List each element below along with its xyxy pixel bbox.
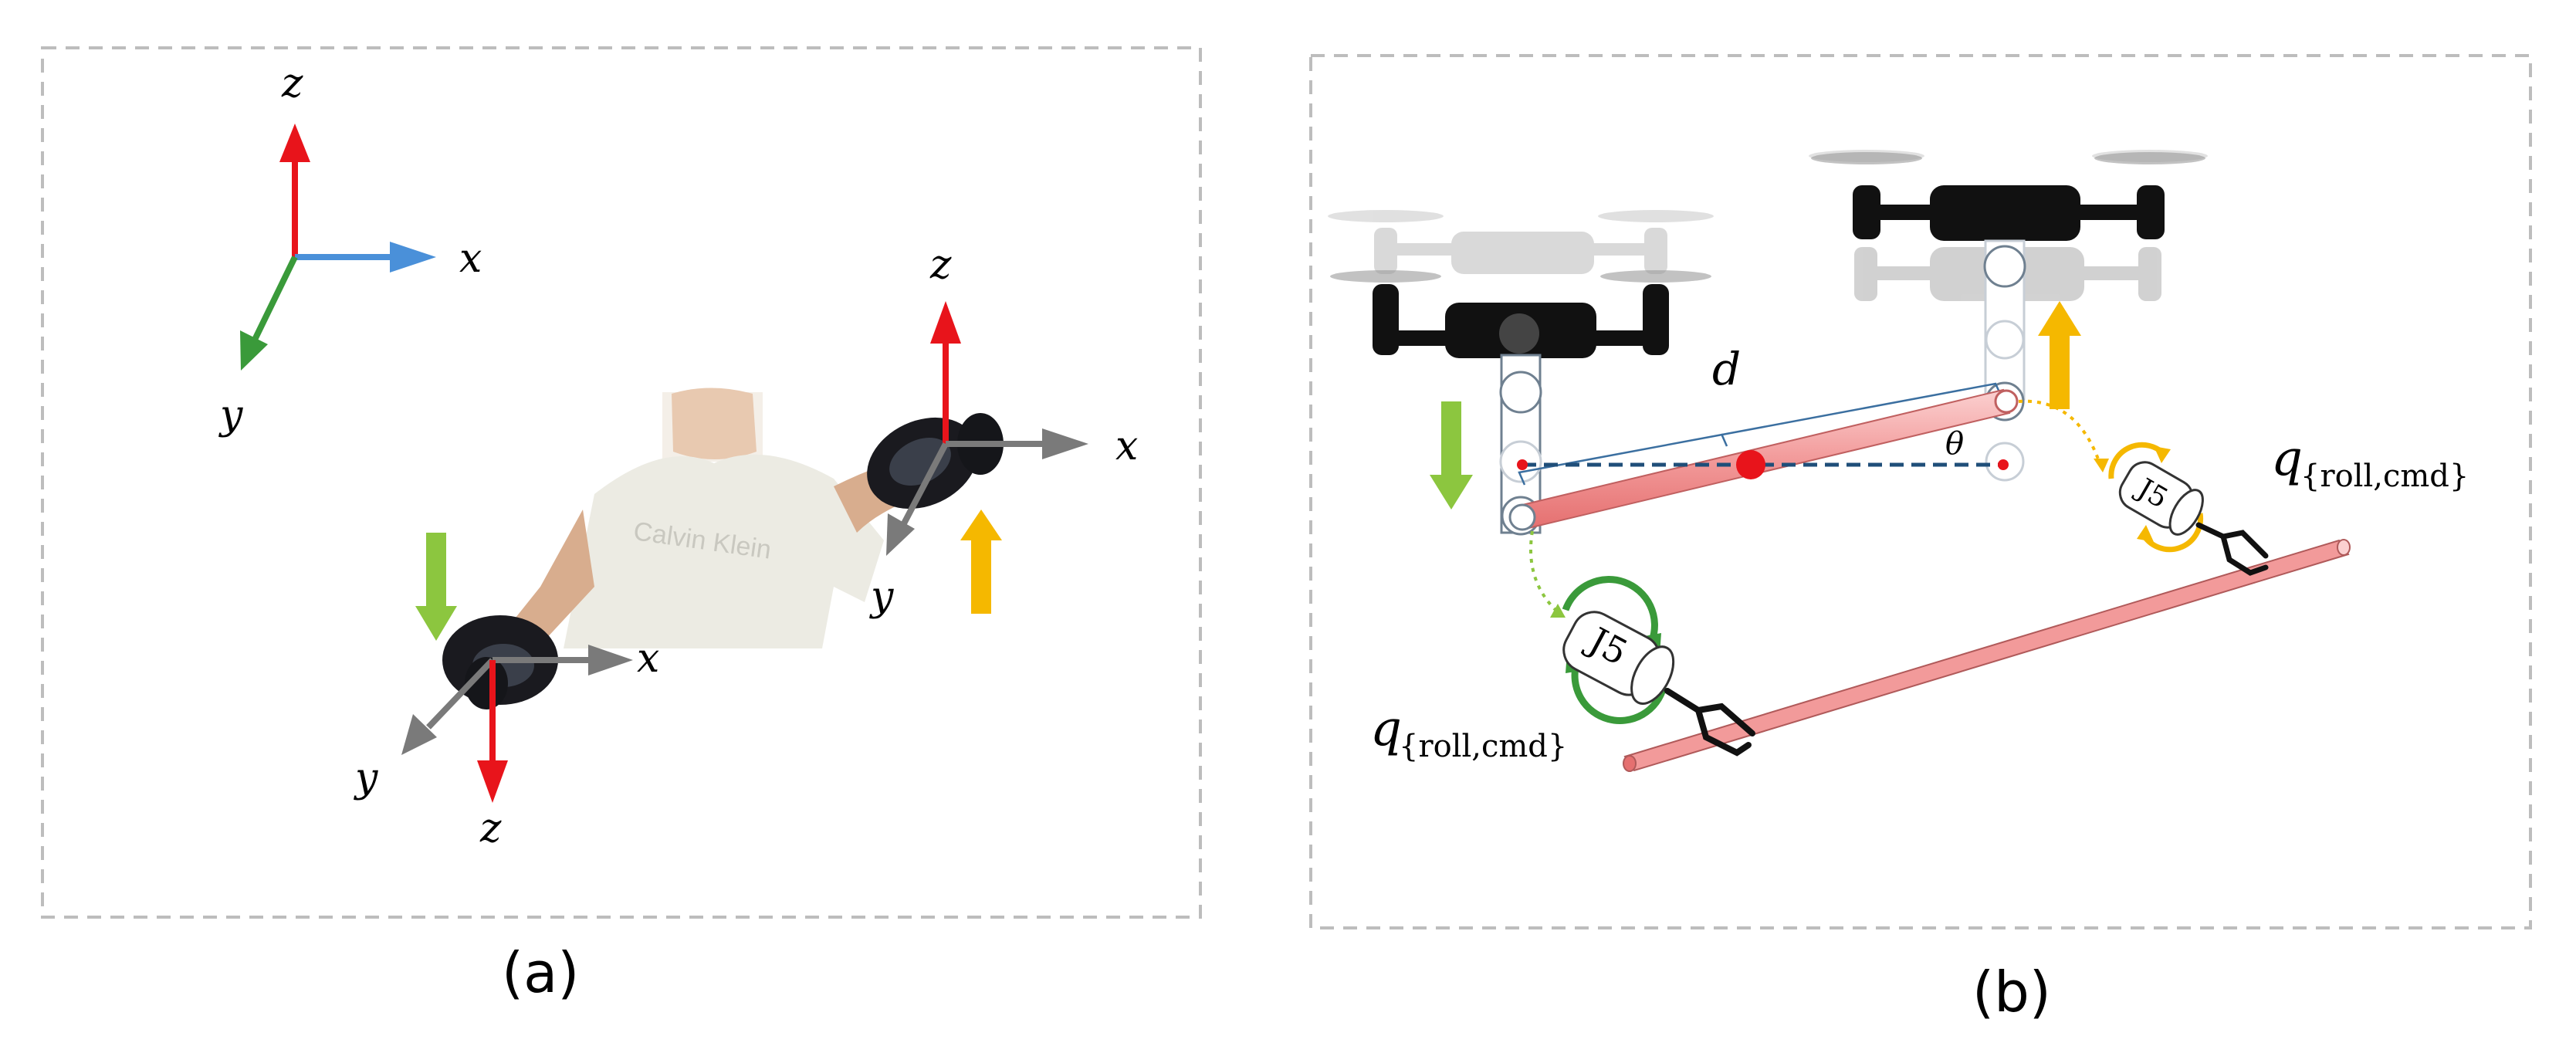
down-arrow-green-b <box>1430 401 1473 510</box>
right-z-label: z <box>929 242 952 288</box>
world-x-label: x <box>459 235 482 282</box>
roll-cmd-label-right: q {roll,cmd} <box>2271 430 2469 494</box>
target-bar <box>1623 539 2351 772</box>
panel-a-caption: (a) <box>502 940 579 1005</box>
up-arrow-yellow-b <box>2038 301 2081 409</box>
world-y-label: y <box>218 392 243 438</box>
left-controller-frame: x y z <box>354 635 659 852</box>
left-y-label: y <box>354 755 378 801</box>
left-x-label: x <box>637 635 659 682</box>
svg-text:{roll,cmd}: {roll,cmd} <box>1399 729 1567 764</box>
left-drone <box>1330 270 1711 358</box>
gripper-right <box>2195 522 2269 576</box>
left-drone-ghost <box>1328 210 1714 274</box>
right-drone <box>1811 152 2205 241</box>
leader-right <box>2018 399 2101 464</box>
svg-text:{roll,cmd}: {roll,cmd} <box>2300 459 2469 494</box>
horizontal-reference: θ <box>1517 426 2009 479</box>
right-controller-frame: z x y <box>869 242 1138 620</box>
panel-a-frame <box>41 46 1202 919</box>
right-y-label: y <box>869 574 894 620</box>
world-frame: z x y <box>218 60 482 438</box>
panel-b-frame <box>1309 54 2532 929</box>
svg-text:q: q <box>2271 430 2303 487</box>
joint-j5-left: J5 <box>1562 576 1755 757</box>
center-dot <box>1736 450 1765 479</box>
right-link <box>1983 239 2026 482</box>
svg-text:q: q <box>1370 700 1402 757</box>
distance-label: d <box>1712 343 1741 395</box>
panel-b-caption: (b) <box>1972 960 2051 1024</box>
panel-b: d θ <box>1309 54 2532 1024</box>
leader-left <box>1529 530 1557 611</box>
roll-cmd-label-left: q {roll,cmd} <box>1370 700 1567 764</box>
panel-a: z x y Calvin Klein z x <box>41 46 1202 1005</box>
right-x-label: x <box>1115 423 1138 469</box>
distance-bracket: d <box>1518 343 2002 486</box>
angle-label: θ <box>1945 426 1964 462</box>
up-arrow-yellow <box>960 510 1002 614</box>
person-photo: Calvin Klein <box>509 388 926 648</box>
down-arrow-green <box>415 533 457 641</box>
gripper-left <box>1664 688 1755 757</box>
joint-j5-right: J5 <box>2108 442 2269 576</box>
left-z-label: z <box>479 805 502 852</box>
world-z-label: z <box>281 60 303 107</box>
